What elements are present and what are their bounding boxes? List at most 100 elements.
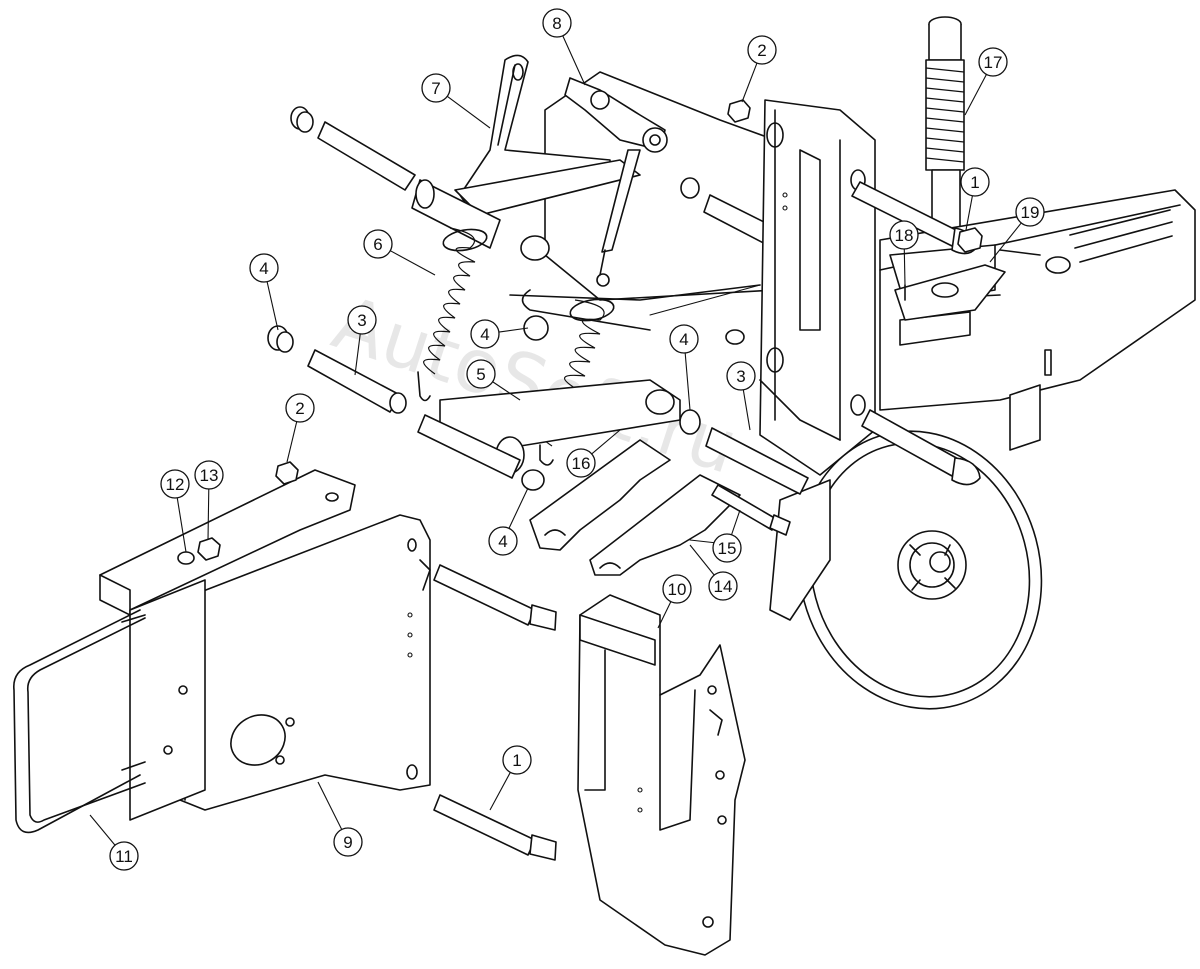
lower-pin-left xyxy=(267,325,545,491)
callout-circle xyxy=(488,526,518,556)
callout-15: 15 xyxy=(712,509,742,563)
callout-4: 4 xyxy=(488,487,529,556)
bolt-15 xyxy=(711,484,791,536)
callout-circle xyxy=(889,220,919,250)
callout-10: 10 xyxy=(657,574,692,629)
callout-5: 5 xyxy=(466,359,521,401)
callout-circle xyxy=(466,359,496,389)
callout-number: 12 xyxy=(166,475,185,494)
callout-circle xyxy=(747,35,777,65)
callout-number: 2 xyxy=(295,399,304,418)
callout-circle xyxy=(502,745,532,775)
callout-leader xyxy=(89,814,116,846)
callout-3: 3 xyxy=(726,361,756,431)
callout-circle xyxy=(333,827,363,857)
callout-circle xyxy=(708,571,738,601)
callout-leader xyxy=(591,429,621,455)
callout-circle xyxy=(662,574,692,604)
callout-number: 15 xyxy=(718,539,737,558)
callout-leader xyxy=(989,222,1022,263)
callout-leader xyxy=(207,488,210,541)
callout-leader xyxy=(965,195,973,231)
callout-11: 11 xyxy=(89,814,139,871)
callout-number: 2 xyxy=(757,41,766,60)
callout-12: 12 xyxy=(160,469,190,553)
callout-circle xyxy=(960,167,990,197)
callout-number: 4 xyxy=(498,532,507,551)
callout-number: 1 xyxy=(512,751,521,770)
callout-6: 6 xyxy=(363,229,436,276)
callout-1: 1 xyxy=(489,745,532,811)
callout-number: 9 xyxy=(343,833,352,852)
callout-leader xyxy=(489,772,511,811)
callout-leader xyxy=(354,333,361,376)
callout-circle xyxy=(470,319,500,349)
long-bolt-right xyxy=(851,181,981,486)
depth-adjust-plates xyxy=(529,439,741,576)
callout-number: 7 xyxy=(431,79,440,98)
callout-number: 4 xyxy=(480,325,489,344)
threaded-shank xyxy=(925,16,965,246)
vertical-bracket xyxy=(759,99,876,476)
turnbuckle-link xyxy=(564,77,668,287)
callout-circle xyxy=(1015,197,1045,227)
callout-number: 5 xyxy=(476,365,485,384)
callout-leader xyxy=(286,421,298,463)
callout-circle xyxy=(421,73,451,103)
callout-2: 2 xyxy=(741,35,777,103)
callout-number: 11 xyxy=(115,847,133,866)
callout-circle xyxy=(285,393,315,423)
callout-leader xyxy=(390,250,436,276)
long-bolt-lower xyxy=(433,794,557,861)
callout-leader xyxy=(498,327,529,333)
callout-number: 16 xyxy=(572,454,591,473)
callout-circle xyxy=(542,8,572,38)
callout-number: 19 xyxy=(1021,203,1040,222)
lower-pin-right xyxy=(523,315,809,495)
callout-4: 4 xyxy=(669,324,699,411)
nut-2-lower xyxy=(275,461,299,485)
callout-2: 2 xyxy=(285,393,315,463)
callout-leader xyxy=(562,35,586,86)
callout-17: 17 xyxy=(964,47,1008,116)
callout-leader xyxy=(689,544,715,576)
callout-circle xyxy=(566,448,596,478)
callout-number: 17 xyxy=(984,53,1003,72)
callout-number: 6 xyxy=(373,235,382,254)
callout-18: 18 xyxy=(889,220,919,286)
callout-leader xyxy=(508,487,529,529)
nut-13 xyxy=(197,537,221,561)
callout-leader xyxy=(741,62,758,103)
callout-leader xyxy=(964,74,987,116)
callout-leader xyxy=(317,781,343,830)
upper-pin-left xyxy=(290,106,550,261)
callout-circle xyxy=(194,460,224,490)
callout-leader xyxy=(176,497,187,553)
callout-19: 19 xyxy=(989,197,1045,263)
callout-leader xyxy=(903,248,906,286)
callout-16: 16 xyxy=(566,429,621,478)
callout-4: 4 xyxy=(249,253,279,331)
callout-number: 18 xyxy=(895,226,914,245)
callout-4: 4 xyxy=(470,319,529,349)
cover-plate-19 xyxy=(894,264,1006,321)
callout-leader xyxy=(684,352,691,411)
callout-number: 4 xyxy=(679,330,688,349)
callout-leader xyxy=(731,509,741,535)
callout-number: 13 xyxy=(200,466,219,485)
callout-1: 1 xyxy=(960,167,990,231)
callout-8: 8 xyxy=(542,8,586,86)
callout-9: 9 xyxy=(317,781,363,857)
callout-circle xyxy=(160,469,190,499)
side-plate xyxy=(577,594,746,956)
callout-14: 14 xyxy=(689,544,738,601)
callout-leader xyxy=(446,95,491,129)
callout-leader xyxy=(492,381,521,401)
callout-circle xyxy=(978,47,1008,77)
callout-number: 4 xyxy=(259,259,268,278)
callout-7: 7 xyxy=(421,73,491,129)
nut-2-upper xyxy=(727,99,751,123)
disc-opener xyxy=(769,430,1043,710)
